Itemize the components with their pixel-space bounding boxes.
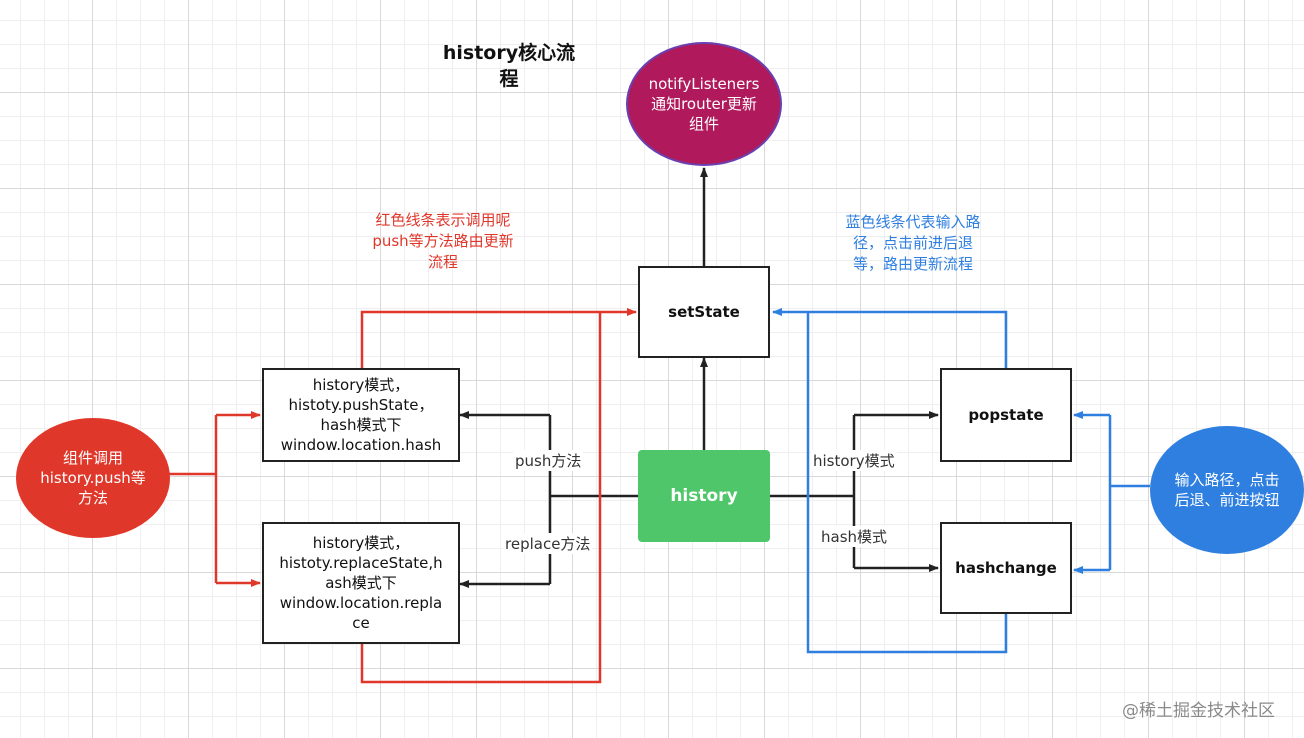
diagram-title: history核心流 程 bbox=[442, 42, 576, 90]
user-input-node: 输入路径，点击 后退、前进按钮 bbox=[1150, 426, 1304, 554]
watermark: @稀土掘金技术社区 bbox=[1122, 701, 1275, 721]
component-call-node: 组件调用 history.push等 方法 bbox=[16, 418, 170, 538]
edge-push-box-to-setstate bbox=[360, 308, 637, 368]
history-node: history bbox=[638, 450, 770, 542]
setstate-node: setState bbox=[638, 266, 770, 358]
red-line-note: 红色线条表示调用呢 push等方法路由更新 流程 bbox=[372, 211, 514, 271]
edge-replace-box-to-setstate bbox=[360, 312, 602, 684]
history-mode-label: history模式 bbox=[811, 450, 897, 471]
edge-component-to-boxes bbox=[168, 415, 218, 583]
component-call-label: 组件调用 history.push等 方法 bbox=[40, 449, 146, 507]
push-state-node: history模式， histoty.pushState， hash模式下 wi… bbox=[262, 368, 460, 462]
edge-hashchange-to-setstate bbox=[806, 312, 1008, 654]
user-input-label: 输入路径，点击 后退、前进按钮 bbox=[1174, 471, 1280, 509]
notify-listeners-label: notifyListeners 通知router更新 组件 bbox=[648, 75, 760, 133]
blue-line-note: 蓝色线条代表输入路 径，点击前进后退 等，路由更新流程 bbox=[845, 213, 981, 273]
hashchange-label: hashchange bbox=[955, 559, 1057, 577]
hash-mode-label: hash模式 bbox=[819, 526, 890, 547]
push-state-label: history模式， histoty.pushState， hash模式下 wi… bbox=[280, 376, 442, 454]
push-method-label: push方法 bbox=[513, 450, 584, 471]
notify-listeners-node: notifyListeners 通知router更新 组件 bbox=[626, 42, 782, 166]
hashchange-node: hashchange bbox=[940, 522, 1072, 614]
replace-method-label: replace方法 bbox=[503, 533, 593, 554]
replace-state-label: history模式， histoty.replaceState,h ash模式下… bbox=[279, 534, 443, 632]
history-label: history bbox=[670, 486, 738, 506]
edge-history-to-push-replace bbox=[548, 415, 638, 584]
edge-popstate-to-setstate bbox=[772, 308, 1008, 368]
edge-user-to-listeners bbox=[1108, 415, 1150, 570]
popstate-label: popstate bbox=[968, 406, 1044, 424]
popstate-node: popstate bbox=[940, 368, 1072, 462]
replace-state-node: history模式， histoty.replaceState,h ash模式下… bbox=[262, 522, 460, 644]
setstate-label: setState bbox=[668, 303, 740, 321]
